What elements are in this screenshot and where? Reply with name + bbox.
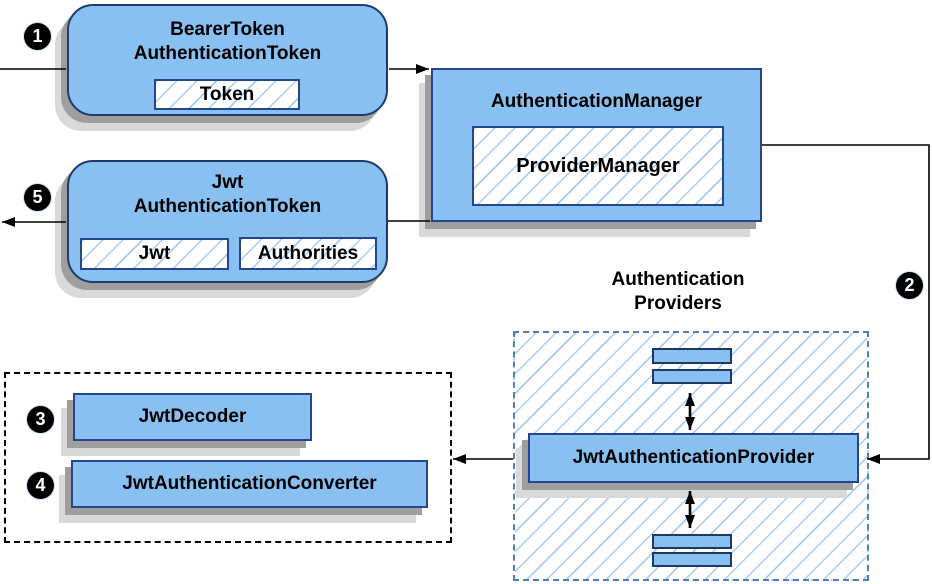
step-4-badge: 4 xyxy=(27,472,54,499)
bearer-token-title-line1: BearerToken xyxy=(170,19,285,40)
authentication-providers-title-line1: Authentication xyxy=(611,269,745,290)
step-1-badge: 1 xyxy=(24,23,51,50)
bearer-token-title: BearerToken AuthenticationToken xyxy=(69,18,386,66)
jwt-authentication-token-title-line2: AuthenticationToken xyxy=(133,196,322,217)
jwt-authentication-converter-node: JwtAuthenticationConverter xyxy=(71,460,428,508)
jwt-authentication-token-title: Jwt AuthenticationToken xyxy=(69,171,386,219)
jwt-authentication-provider-node: JwtAuthenticationProvider xyxy=(528,433,859,483)
bearer-token-title-line2: AuthenticationToken xyxy=(133,43,322,64)
bearer-token-authentication-token-node: BearerToken AuthenticationToken Token xyxy=(67,4,388,116)
jwt-field: Jwt xyxy=(80,238,229,270)
jwt-authentication-token-title-line1: Jwt xyxy=(211,172,244,193)
token-field: Token xyxy=(154,79,300,110)
step-3-badge: 3 xyxy=(27,406,54,433)
authentication-manager-node: AuthenticationManager ProviderManager xyxy=(431,68,762,222)
authentication-manager-title: AuthenticationManager xyxy=(490,91,703,112)
provider-bar xyxy=(652,369,732,384)
jwt-authentication-token-node: Jwt AuthenticationToken Jwt Authorities xyxy=(67,160,388,283)
provider-bar xyxy=(652,348,732,364)
provider-bar xyxy=(652,552,732,567)
authorities-field: Authorities xyxy=(239,237,377,270)
jwt-decoder-node: JwtDecoder xyxy=(73,393,312,441)
authentication-providers-title: Authentication Providers xyxy=(513,268,843,316)
step-5-badge: 5 xyxy=(24,184,51,211)
provider-bar xyxy=(652,534,732,549)
provider-manager-field: ProviderManager xyxy=(472,126,724,206)
step-2-badge: 2 xyxy=(896,272,923,299)
authentication-providers-title-line2: Providers xyxy=(634,293,722,314)
